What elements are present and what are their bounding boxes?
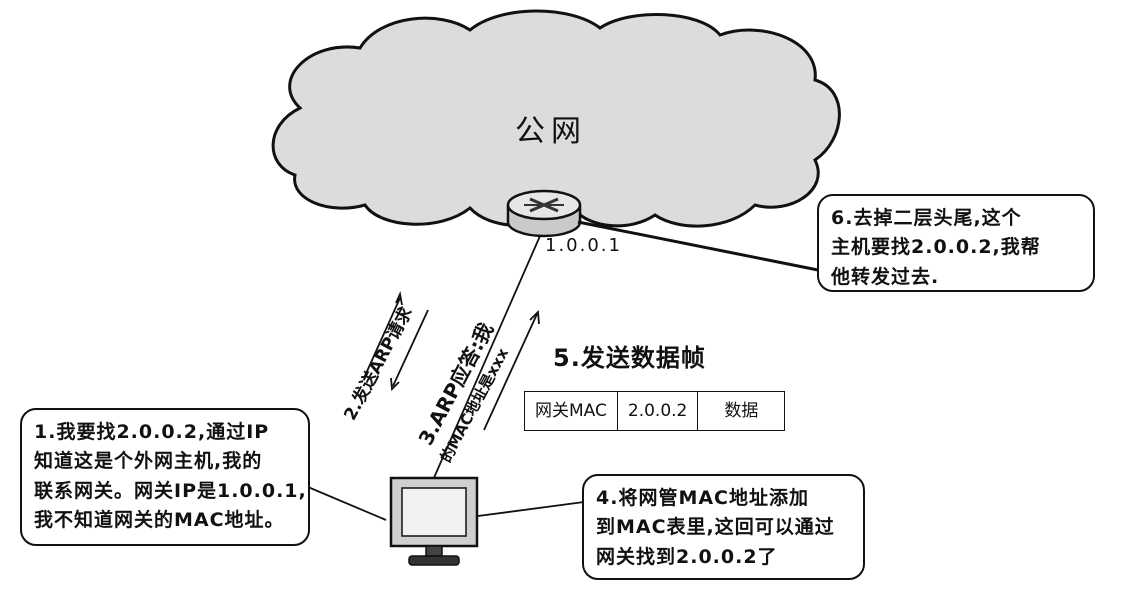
step6-line: 他转发过去. [831,265,940,288]
step4-line: 网关找到2.0.0.2了 [596,545,778,568]
router-ip-label: 1.0.0.1 [545,235,622,256]
step5-label: 5.发送数据帧 [553,344,706,372]
step1-line: 1.我要找2.0.0.2,通过IP [34,421,270,443]
arp-request-arrow [363,290,403,379]
data-frame-arrow [483,309,540,431]
router-to-step6-line [577,220,829,274]
frame-cell-data: 数据 [724,401,759,421]
step4-line: 到MAC表里,这回可以通过 [596,516,835,539]
step1-connector-line [307,486,387,521]
step4-connector-line [477,501,585,517]
computer-icon [389,476,479,566]
router-to-computer-line [432,235,541,481]
frame-cell-gateway-mac: 网关MAC [525,392,618,430]
step1-callout: 1.我要找2.0.0.2,通过IP 知道这是个外网主机,我的 联系网关。网关IP… [20,408,310,546]
step1-line: 我不知道网关的MAC地址。 [34,509,285,532]
step6-callout: 6.去掉二层头尾,这个 主机要找2.0.0.2,我帮 他转发过去. [817,194,1095,292]
step4-line: 4.将网管MAC地址添加 [596,487,809,509]
step6-line: 6.去掉二层头尾,这个 [831,207,1022,229]
router-icon [506,189,582,238]
step1-line: 联系网关。网关IP是1.0.0.1, [34,479,307,502]
data-frame: 网关MAC 2.0.0.2 数据 [524,391,786,431]
arp-reply-arrow [390,309,429,391]
public-network-cloud [271,9,841,228]
frame-cell-dest-ip: 2.0.0.2 [618,392,699,430]
cloud-label: 公网 [515,114,587,149]
step4-callout: 4.将网管MAC地址添加 到MAC表里,这回可以通过 网关找到2.0.0.2了 [582,474,865,580]
step6-line: 主机要找2.0.0.2,我帮 [831,236,1041,259]
step1-line: 知道这是个外网主机,我的 [34,450,263,473]
